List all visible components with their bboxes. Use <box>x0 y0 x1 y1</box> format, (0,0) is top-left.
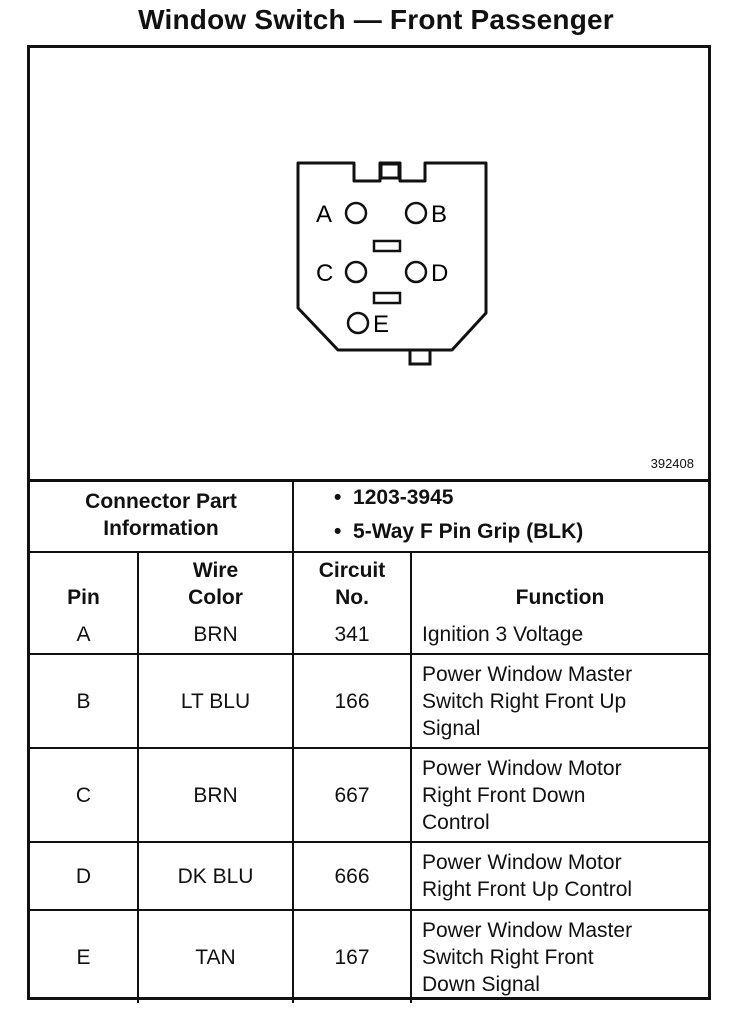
function-line: Down Signal <box>422 972 540 996</box>
pin-label-d: D <box>431 260 448 287</box>
key-tab <box>408 348 432 366</box>
pin-label-e: E <box>373 311 389 338</box>
pin-cavity-b <box>404 201 428 225</box>
pinout-table: Connector Part Information • 1203-3945 •… <box>30 479 709 1003</box>
pin-label-a: A <box>316 201 332 228</box>
connector-info-item: • 1203-3945 <box>334 486 454 509</box>
page-title: Window Switch — Front Passenger <box>138 4 614 35</box>
function-line: Signal <box>422 716 481 740</box>
circuit-cell: 341 <box>292 615 412 655</box>
wire-color-cell: DK BLU <box>137 841 294 911</box>
circuit-cell: 166 <box>292 653 412 749</box>
table-header-row: Pin Wire Color Circuit No. Function <box>30 551 709 615</box>
connector-sheet: A B C D E 392408 Connector Part Informat… <box>27 45 711 1003</box>
wire-color-cell: BRN <box>137 615 294 655</box>
connector-outline <box>296 161 488 352</box>
function-line: Power Window Motor <box>422 756 622 780</box>
header-circuit: Circuit No. <box>292 551 412 615</box>
function-line: Power Window Motor <box>422 851 622 874</box>
wire-color-cell: BRN <box>137 747 294 843</box>
header-function: Function <box>409 551 709 615</box>
pin-cell: C <box>30 747 139 843</box>
function-line: Ignition 3 Voltage <box>422 622 584 646</box>
function-line: Control <box>422 810 490 834</box>
function-line: Power Window Master <box>422 918 633 942</box>
header-wire-color: Wire Color <box>137 551 294 615</box>
latch-tab <box>379 162 401 180</box>
pin-cell: D <box>30 841 139 911</box>
pin-cell: E <box>30 909 139 1003</box>
connector-info-list: • 1203-3945 • 5-Way F Pin Grip (BLK) <box>291 479 709 553</box>
function-line: Switch Right Front Up <box>422 689 627 713</box>
connector-info-item: • 5-Way F Pin Grip (BLK) <box>334 520 584 543</box>
function-line: Power Window Master <box>422 662 633 686</box>
circuit-cell: 666 <box>292 841 412 911</box>
connector-face-drawing: A B C D E <box>296 161 488 366</box>
function-cell: Ignition 3 Voltage <box>409 615 709 655</box>
circuit-cell: 667 <box>292 747 412 843</box>
function-line: Switch Right Front <box>422 945 594 969</box>
pin-cavity-d <box>404 260 428 284</box>
function-line: Right Front Up Control <box>422 878 633 901</box>
header-pin: Pin <box>30 551 139 615</box>
pin-cavity-c <box>344 260 368 284</box>
connector-diagram: A B C D E 392408 <box>30 48 708 482</box>
pin-cell: B <box>30 653 139 749</box>
pin-cell: A <box>30 615 139 655</box>
function-line: Right Front Down <box>422 783 586 807</box>
circuit-cell: 167 <box>292 909 412 1003</box>
pin-label-c: C <box>316 260 333 287</box>
slot-lower <box>372 291 402 305</box>
connector-info-label: Connector Part Information <box>30 479 294 553</box>
figure-id: 392408 <box>650 456 694 471</box>
slot-upper <box>372 239 402 253</box>
pin-label-b: B <box>431 201 447 228</box>
wire-color-cell: TAN <box>137 909 294 1003</box>
wire-color-cell: LT BLU <box>137 653 294 749</box>
pin-cavity-e <box>346 311 370 335</box>
connector-info-row: Connector Part Information • 1203-3945 •… <box>30 479 709 553</box>
pin-cavity-a <box>344 201 368 225</box>
